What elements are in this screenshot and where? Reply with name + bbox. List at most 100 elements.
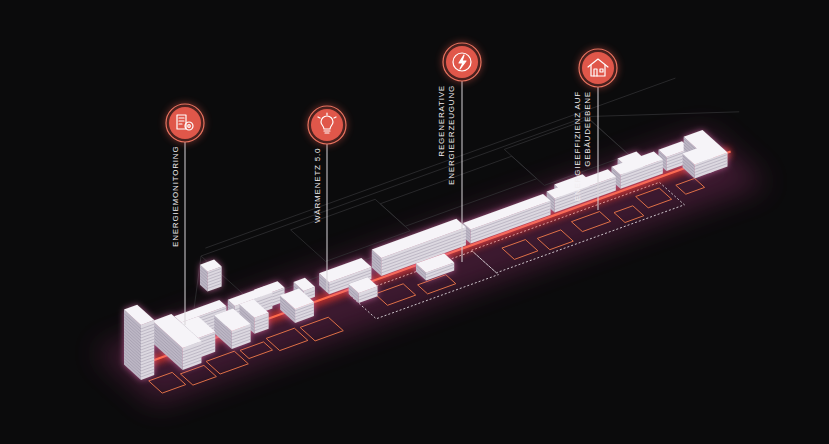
window-band xyxy=(183,348,202,355)
gear-icon xyxy=(188,125,191,128)
building-roof xyxy=(214,308,250,331)
callout-halo xyxy=(441,41,483,83)
callout-label: WÄRMENETZ 5.0 xyxy=(313,148,323,223)
bulb-icon xyxy=(318,113,336,118)
window-band xyxy=(183,357,202,364)
street-line xyxy=(144,152,731,364)
energy-icon xyxy=(453,53,471,71)
window-band xyxy=(683,165,695,176)
window-band xyxy=(141,348,154,353)
window-band xyxy=(124,329,141,344)
callout-label: ENERGIEEFFIZIENZ AUF GEBÄUDEEBENE xyxy=(573,91,594,236)
window-band xyxy=(153,340,183,367)
window-band xyxy=(124,332,141,347)
window-band xyxy=(200,279,208,286)
building xyxy=(214,308,250,349)
footprint-outline xyxy=(149,372,186,393)
leader-line xyxy=(462,81,463,262)
window-band xyxy=(200,276,208,283)
window-band xyxy=(232,336,251,343)
window-band xyxy=(141,342,154,347)
callout xyxy=(306,104,348,292)
leader-line xyxy=(185,142,186,325)
window-band xyxy=(141,369,154,374)
building-roof xyxy=(280,289,314,309)
gear-icon xyxy=(185,122,193,130)
callout-circle xyxy=(582,52,614,84)
window-band xyxy=(183,354,202,361)
callout-circle xyxy=(311,109,343,141)
window-band xyxy=(208,274,222,279)
footprints xyxy=(149,178,705,393)
window-band xyxy=(695,169,714,176)
window-band xyxy=(141,339,154,344)
window-band xyxy=(124,341,141,356)
window-band xyxy=(255,326,269,331)
monitor-icon xyxy=(179,118,184,124)
building xyxy=(124,305,154,380)
window-band xyxy=(124,362,141,377)
building xyxy=(200,260,222,292)
window-band xyxy=(695,166,714,173)
window-band xyxy=(304,291,315,295)
building-roof xyxy=(612,151,663,174)
window-band xyxy=(141,372,154,377)
footprint-outline xyxy=(502,240,538,260)
window-band xyxy=(141,330,154,335)
callout-icon xyxy=(318,113,336,133)
callout-icon xyxy=(453,53,471,71)
building-roof xyxy=(153,314,202,348)
callout-icon xyxy=(177,115,193,130)
footprint-outline xyxy=(206,351,248,374)
window-band xyxy=(124,323,141,338)
window-band xyxy=(359,293,378,300)
window-band xyxy=(124,350,141,365)
window-band xyxy=(124,356,141,371)
window-band xyxy=(141,360,154,365)
window-band xyxy=(214,327,232,343)
callout-halo xyxy=(577,47,619,89)
ground-glow xyxy=(96,130,767,405)
footprint-outline xyxy=(614,206,644,223)
window-band xyxy=(621,171,663,186)
callout-halo xyxy=(306,104,348,146)
building-roof xyxy=(294,278,315,291)
building-front xyxy=(141,320,154,380)
callout xyxy=(164,102,206,325)
window-band xyxy=(141,351,154,356)
plan-line xyxy=(586,112,739,117)
street-glow xyxy=(144,152,731,364)
window-band xyxy=(141,336,154,341)
house-icon xyxy=(591,65,605,76)
building-roof xyxy=(683,147,714,165)
window-band xyxy=(208,280,222,285)
building xyxy=(280,289,314,323)
window-band xyxy=(141,366,154,371)
building xyxy=(153,314,202,370)
window-band xyxy=(200,270,208,277)
window-band xyxy=(183,351,202,358)
callout xyxy=(577,47,619,210)
building-roof xyxy=(416,253,454,272)
building-roof xyxy=(200,260,222,272)
footprint-outline xyxy=(537,230,573,250)
building xyxy=(349,277,378,303)
callout xyxy=(441,41,483,262)
callout-ring xyxy=(443,43,481,81)
building-roof xyxy=(240,299,269,318)
window-band xyxy=(141,357,154,362)
callout-circle xyxy=(169,107,201,139)
window-band xyxy=(232,339,251,346)
window-band xyxy=(124,344,141,359)
window-band xyxy=(280,306,295,320)
window-band xyxy=(683,162,695,173)
window-band xyxy=(208,277,222,282)
callout-circle xyxy=(446,46,478,78)
window-band xyxy=(124,353,141,368)
window-band xyxy=(200,282,208,289)
window-band xyxy=(214,330,232,346)
window-band xyxy=(141,354,154,359)
